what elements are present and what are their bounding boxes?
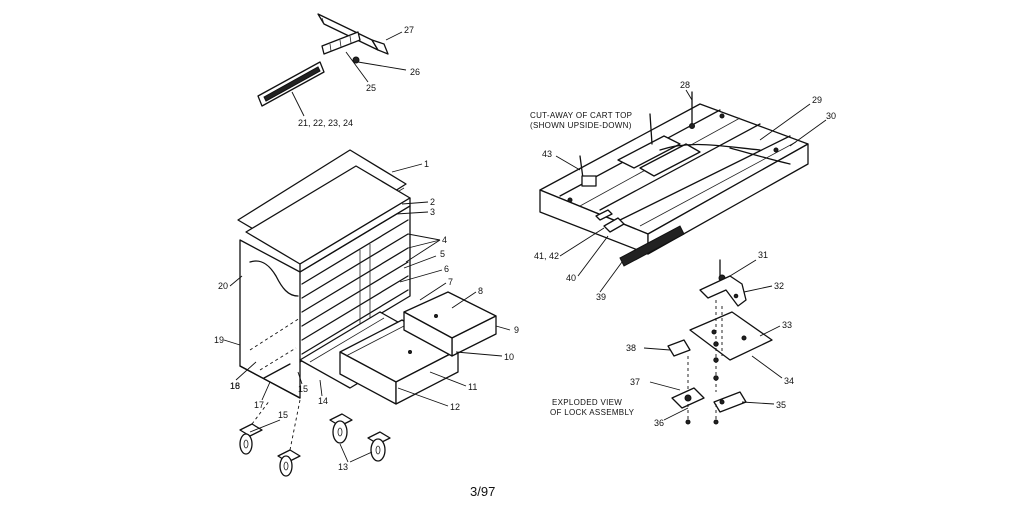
callout-2: 2 bbox=[430, 197, 435, 207]
callout-43: 43 bbox=[542, 149, 552, 159]
callout-3: 3 bbox=[430, 207, 435, 217]
callout-29: 29 bbox=[812, 95, 822, 105]
callout-33: 33 bbox=[782, 320, 792, 330]
callout-39: 39 bbox=[596, 292, 606, 302]
callout-7: 7 bbox=[448, 277, 453, 287]
cutaway-caption-line2: (SHOWN UPSIDE-DOWN) bbox=[530, 121, 632, 130]
lock-leaders bbox=[643, 259, 783, 421]
lock-assembly bbox=[667, 259, 773, 425]
callout-17: 17 bbox=[254, 400, 264, 410]
callout-5: 5 bbox=[440, 249, 445, 259]
exploded-caption-line2: OF LOCK ASSEMBLY bbox=[550, 408, 635, 417]
cutaway-leaders bbox=[555, 89, 827, 293]
cart-leaders bbox=[223, 163, 511, 463]
exploded-caption-line1: EXPLODED VIEW bbox=[552, 398, 622, 407]
callout-13: 13 bbox=[338, 462, 348, 472]
drawer-fronts bbox=[301, 219, 409, 355]
caster-wheels bbox=[239, 399, 391, 477]
callout-1: 1 bbox=[424, 159, 429, 169]
callout-10: 10 bbox=[504, 352, 514, 362]
callout-36: 36 bbox=[654, 418, 664, 428]
callout-9: 9 bbox=[514, 325, 519, 335]
callout-28: 28 bbox=[680, 80, 690, 90]
callout-25: 25 bbox=[366, 83, 376, 93]
callout-19: 19 bbox=[214, 335, 224, 345]
captions: CUT-AWAY OF CART TOP (SHOWN UPSIDE-DOWN)… bbox=[530, 111, 635, 417]
callout-31: 31 bbox=[758, 250, 768, 260]
cart-top-cutaway bbox=[539, 91, 809, 267]
cart-body bbox=[237, 149, 431, 399]
page-number: 3/97 bbox=[470, 484, 495, 499]
callout-16: 16 bbox=[230, 381, 240, 391]
callout-38: 38 bbox=[626, 343, 636, 353]
callout-20: 20 bbox=[218, 281, 228, 291]
callout-labels: 27 26 25 21, 22, 23, 24 1 2 3 4 5 6 7 8 … bbox=[214, 25, 836, 472]
callout-11: 11 bbox=[468, 382, 477, 392]
callout-14: 14 bbox=[318, 396, 328, 406]
callout-15-upper: 15 bbox=[298, 384, 308, 394]
callout-21-24: 21, 22, 23, 24 bbox=[298, 118, 353, 128]
callout-32: 32 bbox=[774, 281, 784, 291]
open-drawer-upper bbox=[403, 291, 497, 357]
callout-26: 26 bbox=[410, 67, 420, 77]
callout-35: 35 bbox=[776, 400, 786, 410]
callout-12: 12 bbox=[450, 402, 460, 412]
callout-18: 18 bbox=[230, 381, 240, 391]
callout-30: 30 bbox=[826, 111, 836, 121]
callout-6: 6 bbox=[444, 264, 449, 274]
handle-leaders bbox=[291, 31, 407, 117]
cutaway-caption-line1: CUT-AWAY OF CART TOP bbox=[530, 111, 632, 120]
callout-41-42: 41, 42 bbox=[534, 251, 559, 261]
handle-assembly bbox=[257, 13, 389, 107]
callout-37: 37 bbox=[630, 377, 640, 387]
callout-8: 8 bbox=[478, 286, 483, 296]
callout-40: 40 bbox=[566, 273, 576, 283]
callout-27: 27 bbox=[404, 25, 414, 35]
callout-34: 34 bbox=[784, 376, 794, 386]
callout-4: 4 bbox=[442, 235, 447, 245]
callout-15-lower: 15 bbox=[278, 410, 288, 420]
